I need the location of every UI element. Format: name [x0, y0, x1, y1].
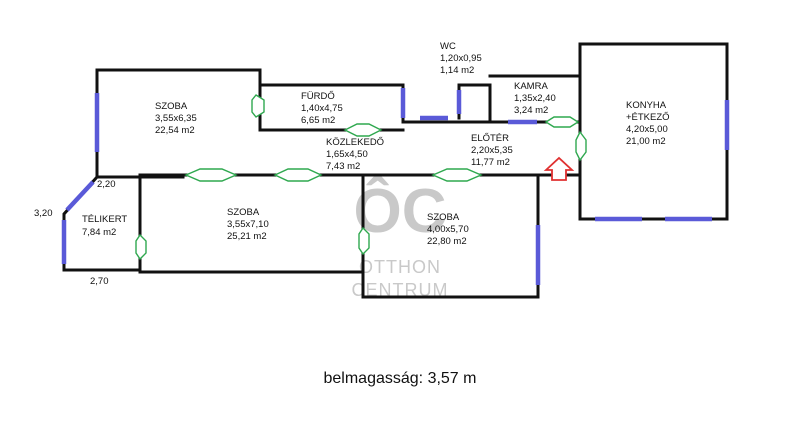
svg-text:1,40x4,75: 1,40x4,75	[301, 103, 343, 114]
svg-text:ELŐTÉR: ELŐTÉR	[471, 133, 509, 144]
door-szoba3-left[interactable]	[358, 226, 370, 256]
svg-text:1,35x2,40: 1,35x2,40	[514, 93, 556, 104]
svg-text:WC: WC	[440, 41, 456, 52]
door-szoba3-top[interactable]	[431, 168, 483, 182]
svg-text:4,00x5,70: 4,00x5,70	[427, 224, 469, 235]
door-kamra[interactable]	[544, 116, 580, 128]
svg-text:7,84 m2: 7,84 m2	[82, 227, 116, 238]
dimension-left: 3,20	[34, 208, 53, 219]
svg-text:KAMRA: KAMRA	[514, 81, 548, 92]
ceiling-height-caption: belmagasság: 3,57 m	[323, 370, 477, 387]
svg-text:KONYHA: KONYHA	[626, 100, 667, 111]
dimension-top: 2,20	[97, 179, 116, 190]
room-label-wc: WC 1,20x0,95 1,14 m2	[440, 41, 482, 76]
svg-text:2,20x5,35: 2,20x5,35	[471, 145, 513, 156]
svg-text:KÖZLEKEDŐ: KÖZLEKEDŐ	[326, 137, 384, 148]
room-label-szoba2: SZOBA 3,55x7,10 25,21 m2	[227, 207, 269, 242]
svg-text:+ÉTKEZŐ: +ÉTKEZŐ	[626, 112, 670, 123]
watermark-line1: OTTHON	[359, 257, 441, 277]
room-label-telikert: TÉLIKERT 7,84 m2	[82, 214, 127, 238]
svg-text:21,00 m2: 21,00 m2	[626, 136, 666, 147]
svg-text:3,55x6,35: 3,55x6,35	[155, 113, 197, 124]
room-label-szoba3: SZOBA 4,00x5,70 22,80 m2	[427, 212, 469, 247]
svg-text:FÜRDŐ: FÜRDŐ	[301, 91, 335, 102]
svg-text:3,55x7,10: 3,55x7,10	[227, 219, 269, 230]
svg-text:3,24 m2: 3,24 m2	[514, 105, 548, 116]
watermark-line2: CENTRUM	[352, 280, 449, 300]
door-szoba1[interactable]	[251, 94, 265, 118]
room-label-kamra: KAMRA 1,35x2,40 3,24 m2	[514, 81, 556, 116]
room-label-szoba1: SZOBA 3,55x6,35 22,54 m2	[155, 101, 197, 136]
door-konyha[interactable]	[575, 130, 587, 162]
entrance-arrow-icon	[543, 156, 575, 181]
svg-text:1,14 m2: 1,14 m2	[440, 65, 474, 76]
door-telikert[interactable]	[135, 233, 147, 261]
svg-text:SZOBA: SZOBA	[427, 212, 460, 223]
svg-text:SZOBA: SZOBA	[155, 101, 188, 112]
dimension-bottom: 2,70	[90, 276, 109, 287]
window-telikert-diagonal	[65, 180, 95, 212]
svg-text:4,20x5,00: 4,20x5,00	[626, 124, 668, 135]
room-label-konyha: KONYHA +ÉTKEZŐ 4,20x5,00 21,00 m2	[626, 100, 670, 147]
svg-text:6,65 m2: 6,65 m2	[301, 115, 335, 126]
svg-text:25,21 m2: 25,21 m2	[227, 231, 267, 242]
svg-text:11,77 m2: 11,77 m2	[471, 157, 510, 168]
door-szoba2-top[interactable]	[184, 168, 238, 182]
room-label-kozlekedo: KÖZLEKEDŐ 1,65x4,50 7,43 m2	[326, 137, 384, 172]
room-label-eloter: ELŐTÉR 2,20x5,35 11,77 m2	[471, 133, 513, 168]
room-label-furdo: FÜRDŐ 1,40x4,75 6,65 m2	[301, 91, 343, 126]
door-kozlekedo[interactable]	[273, 168, 323, 182]
doors	[135, 94, 587, 261]
windows	[61, 88, 730, 285]
svg-text:7,43 m2: 7,43 m2	[326, 161, 360, 172]
svg-text:SZOBA: SZOBA	[227, 207, 260, 218]
door-furdo[interactable]	[343, 123, 383, 137]
svg-text:22,80 m2: 22,80 m2	[427, 236, 467, 247]
svg-text:22,54 m2: 22,54 m2	[155, 125, 195, 136]
svg-text:1,65x4,50: 1,65x4,50	[326, 149, 368, 160]
svg-text:1,20x0,95: 1,20x0,95	[440, 53, 482, 64]
svg-text:TÉLIKERT: TÉLIKERT	[82, 214, 127, 225]
